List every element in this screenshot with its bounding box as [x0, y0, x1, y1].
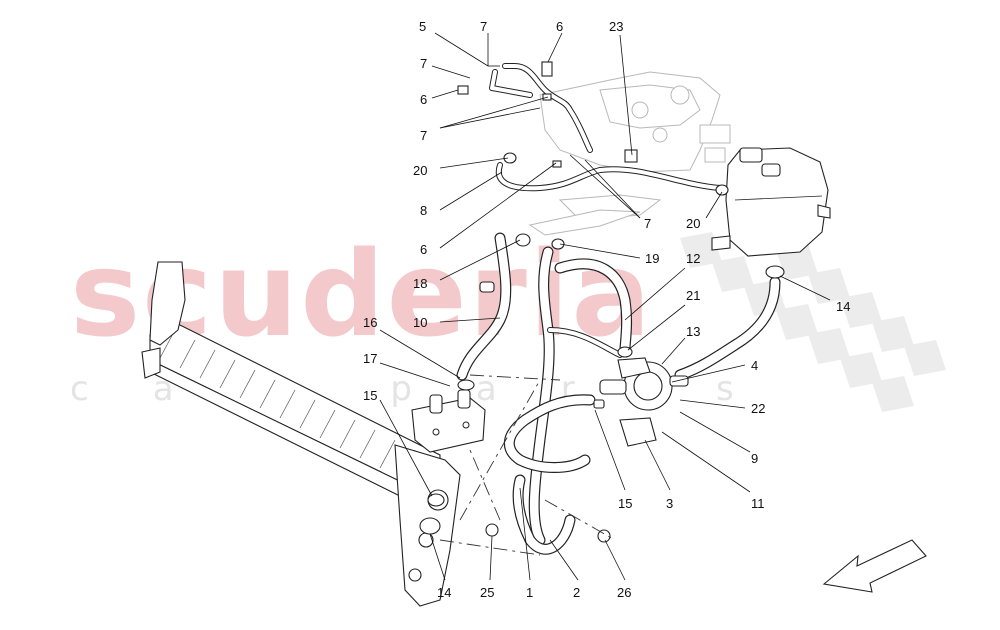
callout-12: 12: [686, 251, 700, 266]
callout-6: 6: [420, 242, 427, 257]
callout-16: 16: [363, 315, 377, 330]
callout-15: 15: [618, 496, 632, 511]
callout-7: 7: [420, 56, 427, 71]
callout-20: 20: [413, 163, 427, 178]
callout-14: 14: [836, 299, 850, 314]
leader-lines: [379, 32, 831, 581]
callout-6: 6: [556, 19, 563, 34]
callout-5: 5: [419, 19, 426, 34]
callout-7: 7: [644, 216, 651, 231]
callout-2: 2: [573, 585, 580, 600]
callout-13: 13: [686, 324, 700, 339]
callout-9: 9: [751, 451, 758, 466]
callout-6: 6: [420, 92, 427, 107]
radiator: [141, 261, 461, 607]
callout-17: 17: [363, 351, 377, 366]
callout-20: 20: [686, 216, 700, 231]
callout-4: 4: [751, 358, 758, 373]
coolant-hoses: [456, 232, 781, 555]
callout-8: 8: [420, 203, 427, 218]
callout-19: 19: [645, 251, 659, 266]
callout-23: 23: [609, 19, 623, 34]
callout-22: 22: [751, 401, 765, 416]
callout-7: 7: [480, 19, 487, 34]
upper-coolant-lines: [489, 63, 723, 192]
callout-14: 14: [437, 585, 451, 600]
callout-7: 7: [420, 128, 427, 143]
oil-cooler: [411, 389, 486, 453]
callout-1: 1: [526, 585, 533, 600]
callout-21: 21: [686, 288, 700, 303]
callout-10: 10: [413, 315, 427, 330]
front-direction-arrow: [822, 539, 927, 593]
callout-3: 3: [666, 496, 673, 511]
assembly-guide-lines: [439, 374, 616, 556]
callout-15: 15: [363, 388, 377, 403]
checkered-flag-watermark: [680, 220, 946, 412]
callout-labels: 5 7 6 23 7 6 7 20 8 7 20 6 18 19 12 14 1…: [363, 19, 850, 600]
engine-block: [528, 71, 731, 236]
callout-25: 25: [480, 585, 494, 600]
callout-26: 26: [617, 585, 631, 600]
expansion-tank: [711, 147, 831, 257]
water-pump: [599, 357, 689, 447]
callout-18: 18: [413, 276, 427, 291]
callout-11: 11: [751, 496, 765, 511]
